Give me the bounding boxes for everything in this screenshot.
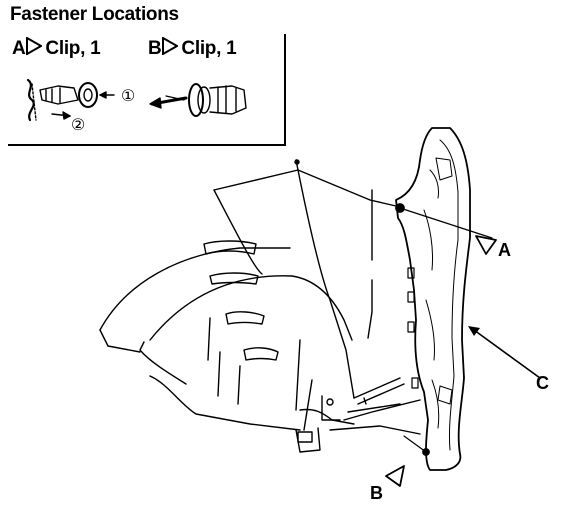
clip-a-drawing (26, 78, 115, 122)
callout-b-label: B (370, 483, 383, 503)
fastener-letter-a: A (12, 38, 26, 59)
callout-b-triangle (385, 465, 405, 487)
triangle-pointer-icon (162, 37, 179, 55)
fastener-text-a: Clip, 1 (45, 38, 101, 59)
fastener-label-a: A Clip, 1 (12, 37, 101, 60)
fastener-letter-b: B (148, 38, 162, 59)
triangle-pointer-icon (26, 37, 43, 55)
clip-b-drawing (149, 83, 247, 117)
fastener-text-b: Clip, 1 (181, 38, 237, 59)
body-panel-drawing (99, 159, 421, 453)
callout-c-label: C (536, 373, 549, 393)
callout-a-label: A (498, 240, 511, 260)
fastener-legend-box (8, 34, 286, 146)
leader-lines (399, 207, 541, 453)
callout-a-triangle (475, 235, 497, 255)
step-2-marker: ② (71, 115, 85, 134)
page-title: Fastener Locations (10, 4, 179, 25)
fender-shield-part-c (395, 127, 471, 471)
step-1-marker: ① (121, 86, 135, 105)
fastener-label-b: B Clip, 1 (148, 37, 237, 60)
